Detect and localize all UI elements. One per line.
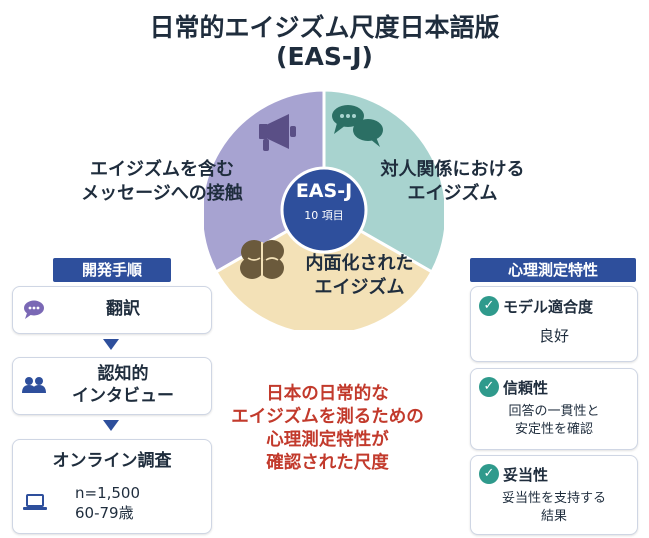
megaphone-icon	[259, 114, 296, 151]
step-online-survey: オンライン調査 n=1,500 60-79歳	[12, 439, 212, 534]
laptop-icon	[23, 494, 47, 510]
arrow-down-icon	[103, 339, 119, 350]
speech-bubbles-icon	[332, 105, 383, 147]
summary-text: 日本の日常的な エイジズムを測るための 心理測定特性が 確認された尺度	[231, 384, 424, 473]
people-icon	[22, 377, 46, 393]
arrow-down-icon	[103, 420, 119, 431]
dev-header: 開発手順	[53, 258, 171, 282]
brain-icon	[240, 240, 284, 279]
prop-reliability: ✓ 信頼性 回答の一貫性と 安定性を確認	[470, 368, 638, 450]
wheel-segment-internalized	[213, 208, 435, 330]
chat-bubble-icon	[24, 300, 44, 319]
step-translation: 翻訳	[12, 286, 212, 334]
prop-title: 信頼性	[503, 379, 549, 397]
prop-body: 回答の一貫性と 安定性を確認	[508, 404, 600, 437]
prop-validity: ✓ 妥当性 妥当性を支持する 結果	[470, 455, 638, 535]
prop-model-fit: ✓ モデル適合度 良好	[470, 286, 638, 362]
page-title: 日常的エイジズム尺度日本語版	[149, 13, 500, 42]
center-circle	[280, 166, 368, 254]
check-icon: ✓	[479, 377, 499, 397]
check-icon: ✓	[479, 296, 499, 316]
prop-title: モデル適合度	[503, 298, 594, 316]
prop-body: 妥当性を支持する 結果	[501, 491, 606, 524]
props-header: 心理測定特性	[470, 258, 636, 282]
prop-body: 良好	[538, 327, 569, 345]
step-name: 認知的 インタビュー	[72, 364, 174, 406]
segment-label-internalized: 内面化された エイジズム	[305, 253, 414, 298]
check-icon: ✓	[479, 464, 499, 484]
survey-details: n=1,500 60-79歳	[75, 484, 141, 522]
step-name: 翻訳	[106, 299, 140, 319]
segment-label-messages: エイジズムを含む メッセージへの接触	[81, 159, 243, 204]
construct-wheel	[204, 90, 444, 330]
center-title: EAS-J	[295, 180, 353, 202]
page-subtitle: (EAS-J)	[276, 42, 373, 71]
center-subtitle: 10 項目	[304, 209, 344, 222]
step-name: オンライン調査	[52, 451, 172, 471]
prop-title: 妥当性	[503, 466, 549, 484]
step-cognitive-interview: 認知的 インタビュー	[12, 357, 212, 415]
segment-label-interpersonal: 対人関係における エイジズム	[380, 159, 525, 204]
